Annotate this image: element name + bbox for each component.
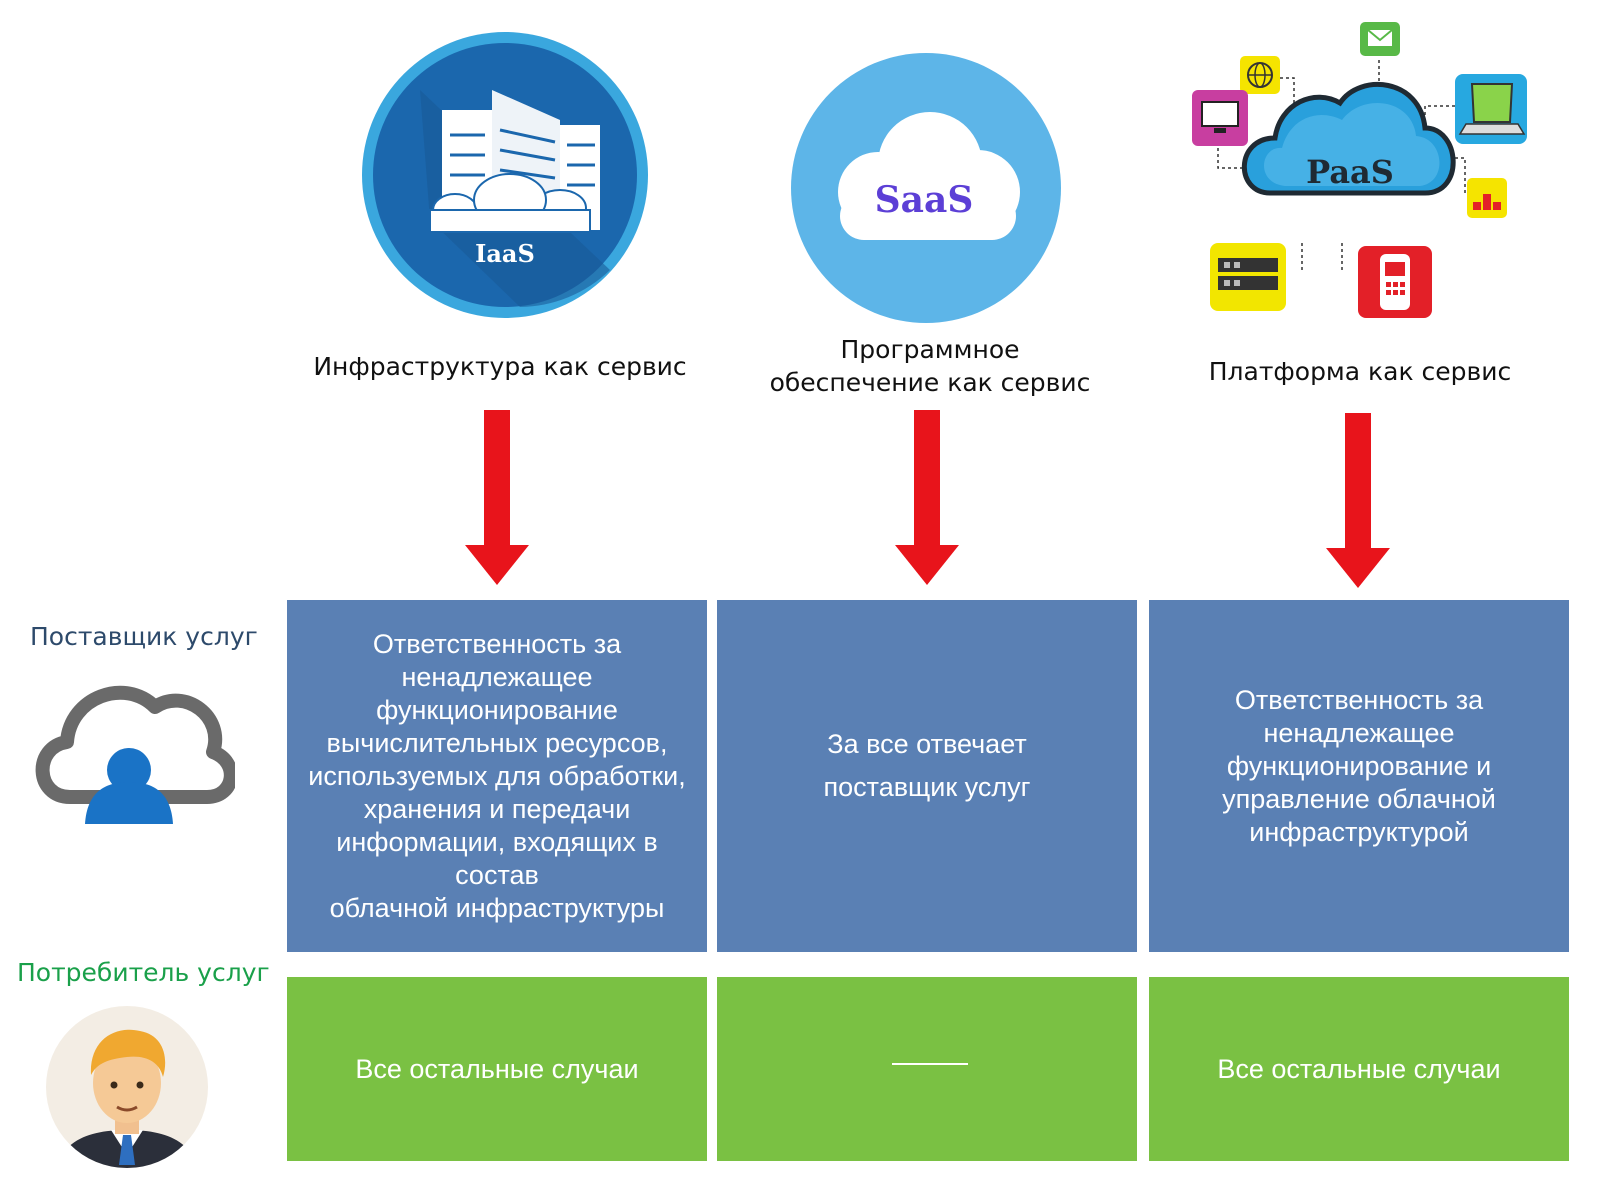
mail-icon bbox=[1360, 22, 1400, 56]
consumer-cell-iaas-text: Все остальные случаи bbox=[355, 1053, 639, 1084]
arrow-down-iaas bbox=[465, 410, 529, 585]
provider-cell-saas-text: За все отвечает поставщик услуг bbox=[823, 729, 1031, 802]
consumer-label: Потребитель услуг bbox=[17, 958, 270, 987]
consumer-avatar bbox=[45, 1005, 210, 1170]
paas-icon-text: PaaS bbox=[1306, 153, 1394, 191]
iaas-icon: IaaS bbox=[360, 30, 650, 320]
provider-label: Поставщик услуг bbox=[30, 622, 258, 651]
consumer-cell-iaas: Все остальные случаи bbox=[287, 977, 707, 1161]
provider-cell-iaas-text: Ответственность за ненадлежащее функцион… bbox=[308, 628, 686, 923]
chart-icon bbox=[1467, 178, 1507, 218]
server-icon bbox=[1210, 243, 1286, 311]
consumer-cell-saas-dash bbox=[892, 1063, 968, 1065]
service-label-paas: Платформа как сервис bbox=[1208, 357, 1512, 386]
saas-icon: SaaS bbox=[790, 52, 1062, 324]
provider-cell-saas: За все отвечает поставщик услуг bbox=[717, 600, 1137, 952]
service-label-iaas: Инфраструктура как сервис bbox=[313, 352, 687, 381]
cloud-user-icon bbox=[25, 672, 238, 827]
iaas-icon-text: IaaS bbox=[475, 239, 535, 268]
service-label-saas: Программное обеспечение как сервис bbox=[769, 335, 1091, 397]
laptop-icon bbox=[1455, 74, 1527, 144]
arrow-down-saas bbox=[895, 410, 959, 585]
provider-cell-paas: Ответственность за ненадлежащее функцион… bbox=[1149, 600, 1569, 952]
saas-icon-text: SaaS bbox=[875, 179, 974, 221]
consumer-cell-paas-text: Все остальные случаи bbox=[1217, 1053, 1501, 1084]
consumer-cell-saas bbox=[717, 977, 1137, 1161]
monitor-icon bbox=[1192, 90, 1248, 146]
arrow-down-paas bbox=[1326, 413, 1390, 588]
phone-icon bbox=[1358, 246, 1432, 318]
provider-cell-paas-text: Ответственность за ненадлежащее функцион… bbox=[1222, 684, 1496, 847]
globe-icon bbox=[1240, 56, 1280, 94]
consumer-cell-paas: Все остальные случаи bbox=[1149, 977, 1569, 1161]
provider-cell-iaas: Ответственность за ненадлежащее функцион… bbox=[287, 600, 707, 952]
paas-icon: PaaS bbox=[1190, 18, 1535, 323]
